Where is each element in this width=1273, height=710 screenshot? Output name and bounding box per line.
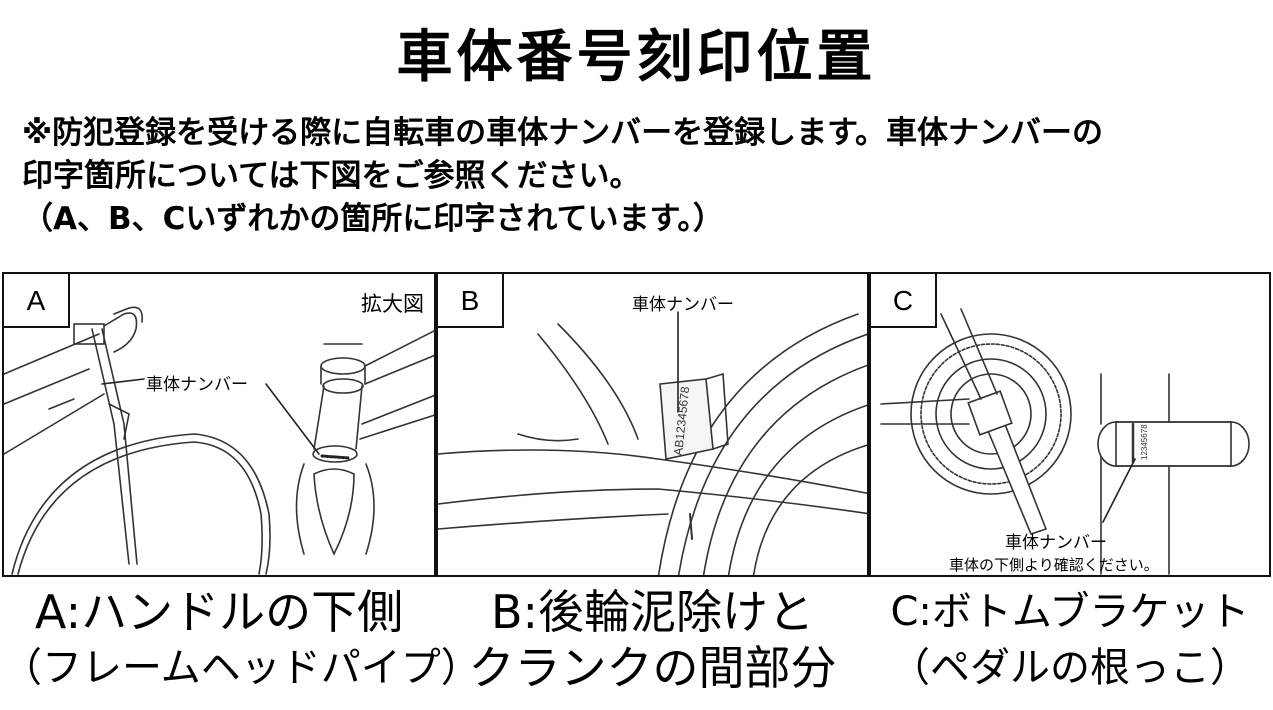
caption-a: A:ハンドルの下側 （フレームヘッドパイプ） (2, 584, 481, 696)
intro-line-1: ※防犯登録を受ける際に自転車の車体ナンバーを登録します。車体ナンバーの (22, 115, 1104, 151)
rear-fender-crank-illustration: AB12345678 (438, 311, 867, 575)
stamp-text-c: 12345678 (1140, 424, 1149, 460)
panel-b-letter: B (438, 274, 504, 328)
frame-number-label-b: 車体ナンバー (632, 295, 734, 315)
intro-line-3: （A、B、Cいずれかの箇所に印字されています。） (22, 201, 724, 237)
panel-a-letter: A (4, 274, 70, 328)
panel-a: A 拡大図 車体ナンバー (2, 272, 436, 577)
bottom-bracket-illustration: 12345678 (880, 308, 1250, 575)
caption-b-line-1: B:後輪泥除けと (490, 585, 815, 639)
caption-c-line-1: C:ボトムブラケット (890, 589, 1250, 635)
frame-number-label-a: 車体ナンバー (146, 375, 248, 395)
zoom-label: 拡大図 (361, 292, 424, 316)
handlebar-head-tube-illustration (4, 306, 434, 575)
intro-text: ※防犯登録を受ける際に自転車の車体ナンバーを登録します。車体ナンバーの 印字箇所… (22, 112, 1262, 241)
panel-b: AB12345678 B 車体ナンバー (436, 272, 869, 577)
frame-number-label-c: 車体ナンバー (1005, 533, 1107, 553)
caption-a-line-2: （フレームヘッドパイプ） (2, 645, 481, 691)
panel-c-letter: C (871, 274, 937, 328)
check-note: 車体の下側より確認ください。 (949, 556, 1159, 574)
caption-b: B:後輪泥除けと クランクの間部分 (436, 584, 869, 696)
caption-a-line-1: A:ハンドルの下側 (34, 585, 404, 639)
page-title: 車体番号刻印位置 (396, 25, 877, 90)
intro-line-2: 印字箇所については下図をご参照ください。 (22, 158, 641, 194)
caption-c-line-2: （ペダルの根っこ） (890, 645, 1250, 691)
illustration-panels: A 拡大図 車体ナンバー (0, 272, 1273, 581)
panel-c: 12345678 C 車体ナンバー 車体の下側より確認ください。 (869, 272, 1271, 577)
caption-c: C:ボトムブラケット （ペダルの根っこ） (869, 584, 1271, 696)
caption-b-line-2: クランクの間部分 (468, 641, 837, 695)
